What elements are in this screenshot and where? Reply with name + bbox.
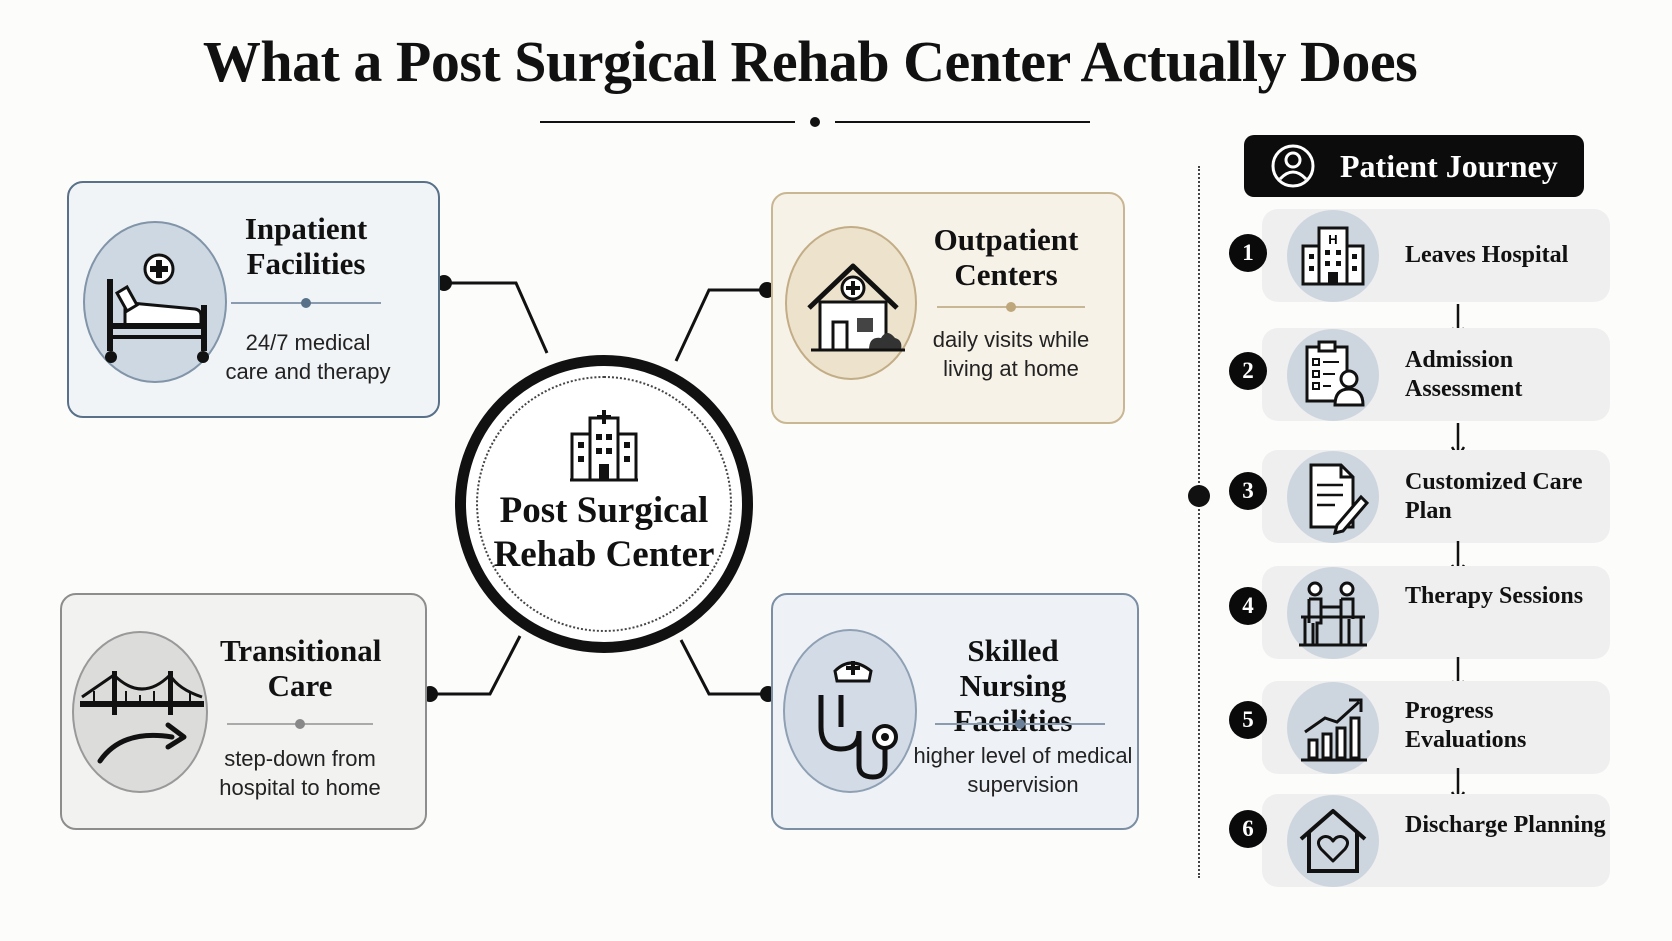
hub-title: Post Surgical Rehab Center <box>493 490 715 575</box>
outpatient-centers-card: Outpatient Centers daily visits while li… <box>771 192 1125 424</box>
stethoscope-nurse-cap-icon <box>783 629 917 793</box>
skilled-nursing-card: Skilled Nursing Facilities higher level … <box>771 593 1139 830</box>
house-heart-icon <box>1287 795 1379 887</box>
central-hub: Post Surgical Rehab Center <box>455 355 753 653</box>
hospital-icon: H <box>1287 210 1379 302</box>
person-icon <box>1271 144 1315 188</box>
step-label: Therapy Sessions <box>1405 583 1584 609</box>
step-number-badge: 6 <box>1229 810 1267 848</box>
inpatient-facilities-card: Inpatient Facilities 24/7 medical care a… <box>67 181 440 418</box>
journey-connector-dot <box>1188 485 1210 507</box>
journey-dotted-line <box>1198 166 1202 878</box>
card-description: step-down from hospital to home <box>219 746 381 800</box>
patient-journey-header: Patient Journey <box>1244 135 1584 197</box>
title-divider <box>540 117 1090 127</box>
card-title: Skilled Nursing Facilities <box>953 633 1073 738</box>
card-divider <box>935 719 1105 729</box>
step-label: Customized Care Plan <box>1405 469 1583 524</box>
step-label: Progress Evaluations <box>1405 698 1527 753</box>
card-divider <box>937 302 1085 312</box>
bridge-arrow-icon <box>72 631 208 793</box>
step-label: Leaves Hospital <box>1405 242 1569 268</box>
step-number-badge: 4 <box>1229 587 1267 625</box>
journey-step: Progress Evaluations <box>1262 681 1610 774</box>
therapy-parallel-bars-icon <box>1287 567 1379 659</box>
card-title: Outpatient Centers <box>933 222 1079 292</box>
hospital-bed-icon <box>83 221 227 383</box>
journey-step: H Leaves Hospital <box>1262 209 1610 302</box>
growth-chart-icon <box>1287 682 1379 774</box>
card-title: Transitional Care <box>220 633 382 703</box>
step-number-badge: 5 <box>1229 701 1267 739</box>
step-number-badge: 3 <box>1229 472 1267 510</box>
transitional-care-card: Transitional Care step-down from hospita… <box>60 593 427 830</box>
hub-inner-ring <box>476 376 732 632</box>
clinic-house-icon <box>785 226 917 380</box>
card-divider <box>231 298 381 308</box>
document-pencil-icon <box>1287 451 1379 543</box>
card-description: daily visits while living at home <box>932 327 1090 381</box>
step-number-badge: 2 <box>1229 352 1267 390</box>
step-label: Admission Assessment <box>1405 347 1523 402</box>
page-title: What a Post Surgical Rehab Center Actual… <box>202 29 1418 94</box>
journey-step: Customized Care Plan <box>1262 450 1610 543</box>
step-number-badge: 1 <box>1229 234 1267 272</box>
journey-step: Discharge Planning <box>1262 794 1610 887</box>
card-description: higher level of medical supervision <box>913 743 1133 797</box>
step-label: Discharge Planning <box>1405 812 1606 838</box>
card-divider <box>227 719 373 729</box>
journey-step: Admission Assessment <box>1262 328 1610 421</box>
journey-step: Therapy Sessions <box>1262 566 1610 659</box>
card-description: 24/7 medical care and therapy <box>225 330 391 384</box>
card-title: Inpatient Facilities <box>244 211 368 281</box>
journey-title: Patient Journey <box>1340 148 1558 184</box>
clipboard-person-icon <box>1287 329 1379 421</box>
svg-text:H: H <box>1328 232 1337 247</box>
hospital-building-icon <box>570 410 638 482</box>
